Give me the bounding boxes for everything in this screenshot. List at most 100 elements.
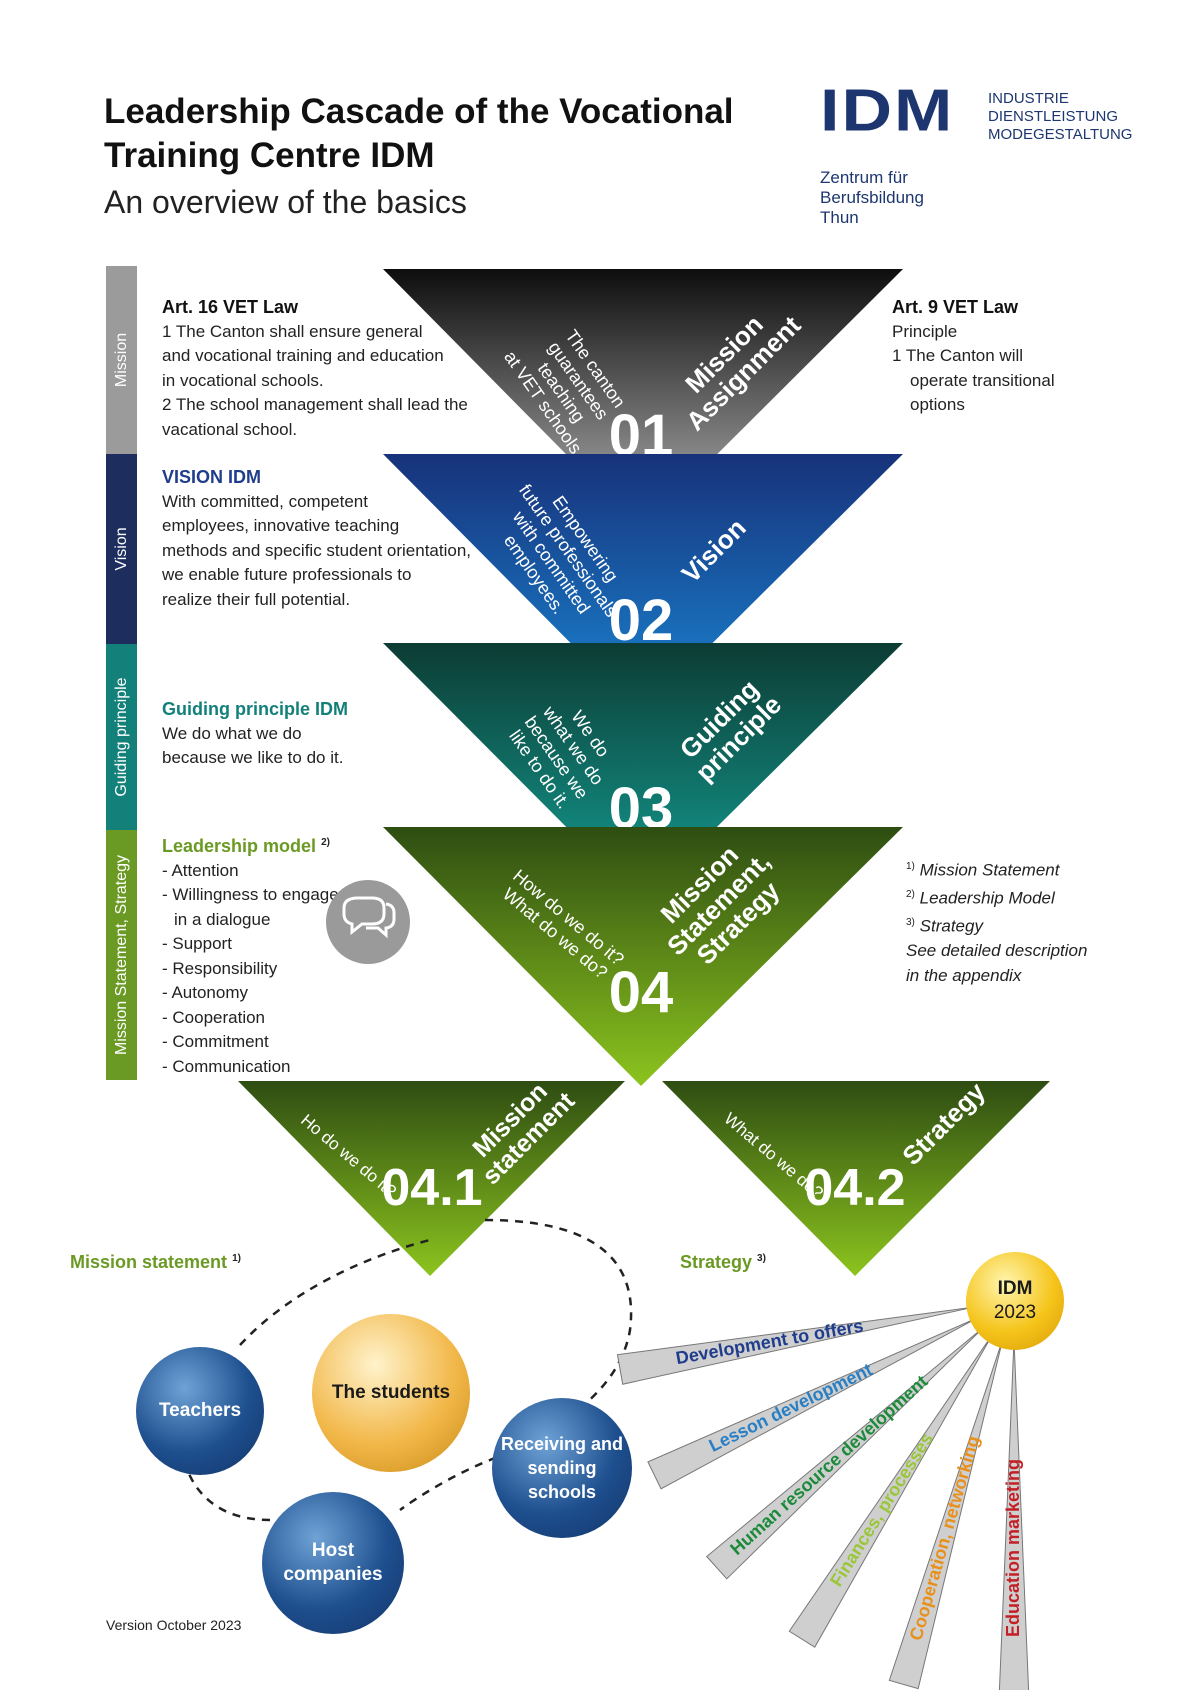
triangle-number: 04.2 <box>804 1159 905 1217</box>
list-item: in a dialogue <box>174 909 271 929</box>
triangle-number: 04 <box>609 960 674 1025</box>
idm-logo: IDM INDUSTRIE DIENSTLEISTUNG MODEGESTALT… <box>820 77 1140 236</box>
text-line: we enable future professionals to <box>162 565 412 584</box>
strategy-ray: Education marketing <box>998 1339 1030 1690</box>
footnote-line: 2) Leadership Model <box>906 883 1136 911</box>
triangle-shape <box>238 1081 625 1276</box>
version-footer: Version October 2023 <box>106 1617 242 1633</box>
text-line: operate transitional <box>910 370 1055 390</box>
footnote-line: 3) Strategy <box>906 911 1136 939</box>
footnote-line: 1) Mission Statement <box>906 855 1136 883</box>
ball-label: Host companies <box>283 1540 383 1585</box>
logo-line: MODEGESTALTUNG <box>988 126 1133 143</box>
footnote-text: Mission Statement <box>919 860 1060 880</box>
list-item: Communication <box>162 1055 362 1080</box>
hub-line: IDM <box>997 1278 1033 1299</box>
law16-block: Art. 16 VET Law 1 The Canton shall ensur… <box>162 295 472 442</box>
text-line: With committed, competent <box>162 491 368 511</box>
text-line: and vocational training and education <box>162 346 444 365</box>
vision-block: VISION IDM With committed, competent emp… <box>162 465 472 612</box>
strategy-ray-shape <box>888 1338 1004 1690</box>
footnotes-block: 1) Mission Statement 2) Leadership Model… <box>906 855 1136 988</box>
triangle-shape <box>383 454 903 714</box>
side-bar-mission: Mission <box>106 266 137 454</box>
speech-bubbles-icon <box>326 880 410 964</box>
text-line: because we like to do it. <box>162 748 344 767</box>
ball-students: The students <box>312 1314 470 1472</box>
text-line: realize their full potential. <box>162 589 351 609</box>
text-line: employees, innovative teaching <box>162 516 400 535</box>
strategy-hub: IDM 2023 <box>966 1252 1064 1350</box>
footnote-sup: 1) <box>232 1253 241 1264</box>
footnote-text: Leadership Model <box>919 888 1055 908</box>
list-item: Responsibility <box>162 957 362 982</box>
footnote-sup: 2) <box>906 889 915 901</box>
logo-subtitle: Zentrum für Berufsbildung Thun <box>820 168 924 228</box>
text-line: in vocational schools. <box>162 370 324 390</box>
triangle-number: 02 <box>609 588 674 653</box>
strategy-ray-shape <box>647 1317 979 1490</box>
list-item: Commitment <box>162 1030 362 1055</box>
ball-label: Receiving and sending schools <box>500 1434 624 1502</box>
footnote-sup: 1) <box>906 861 915 872</box>
logo-sub-line: Thun <box>820 208 859 227</box>
text-line: 1 The Canton will <box>892 346 1024 365</box>
triangle-shape <box>383 269 903 530</box>
leadership-list: Attention Willingness to engage in a dia… <box>162 859 362 1080</box>
strategy-label: Strategy 3) <box>680 1252 766 1273</box>
text-line: We do what we do <box>162 723 302 743</box>
logo-sub-line: Berufsbildung <box>820 188 924 207</box>
ball-teachers: Teachers <box>136 1347 264 1475</box>
footnote-line: See detailed description <box>906 941 1088 961</box>
law9-block: Art. 9 VET Law Principle 1 The Canton wi… <box>892 295 1092 418</box>
leadership-block: Leadership model 2) Attention Willingnes… <box>162 831 362 1079</box>
page-subtitle: An overview of the basics <box>104 184 467 220</box>
strategy-ray-label: Education marketing <box>1003 1459 1023 1637</box>
page-title: Leadership Cascade of the Vocational Tra… <box>104 92 734 175</box>
strategy-hub-text: IDM 2023 <box>994 1277 1036 1325</box>
strategy-label-text: Strategy <box>680 1252 753 1272</box>
strategy-ray-label: Development to offers <box>674 1315 865 1368</box>
ball-label: The students <box>331 1382 451 1403</box>
list-item: Cooperation <box>162 1006 362 1031</box>
footnote-sup: 2) <box>321 837 330 848</box>
logo-lines: INDUSTRIE DIENSTLEISTUNG MODEGESTALTUNG <box>988 90 1132 144</box>
text-line: methods and specific student orientation… <box>162 540 472 560</box>
list-item: Autonomy <box>162 981 362 1006</box>
hub-line: 2023 <box>993 1302 1037 1323</box>
mission-statement-label: Mission statement 1) <box>70 1252 241 1273</box>
logo-mark: IDM <box>820 76 955 144</box>
list-item: Willingness to engage <box>162 883 362 908</box>
side-bar-guiding-principle: Guiding principle <box>106 644 137 830</box>
strategy-ray-shape <box>788 1333 994 1648</box>
text-line: options <box>910 395 965 414</box>
ball-schools: Receiving and sending schools <box>492 1398 632 1538</box>
leadership-heading: Leadership model 2) <box>162 831 362 859</box>
text-line: vacational school. <box>162 419 298 439</box>
triangle-shape <box>662 1081 1050 1276</box>
side-bar-vision: Vision <box>106 454 137 644</box>
ball-label: Teachers <box>158 1400 242 1421</box>
footnote-text: Strategy <box>919 916 983 936</box>
vision-heading: VISION IDM <box>162 467 262 487</box>
text-line: 1 The Canton shall ensure general <box>162 321 423 341</box>
guiding-block: Guiding principle IDM We do what we do b… <box>162 697 462 771</box>
ball-host-companies: Host companies <box>262 1492 404 1634</box>
text-line: 2 The school management shall lead the <box>162 395 468 414</box>
strategy-ray-shape <box>998 1339 1030 1690</box>
strategy-ray-shape <box>705 1326 985 1580</box>
footnote-sup: 3) <box>906 917 915 929</box>
triangle-shape <box>383 643 903 902</box>
triangle-inner-text: We dowhat we dobecause welike to do it. <box>504 689 626 815</box>
law9-heading: Art. 9 VET Law <box>892 297 1019 317</box>
law16-heading: Art. 16 VET Law <box>162 297 299 317</box>
triangle-number: 04.1 <box>381 1159 482 1217</box>
leadership-heading-text: Leadership model <box>162 836 317 856</box>
mission-statement-label-text: Mission statement <box>70 1252 228 1272</box>
